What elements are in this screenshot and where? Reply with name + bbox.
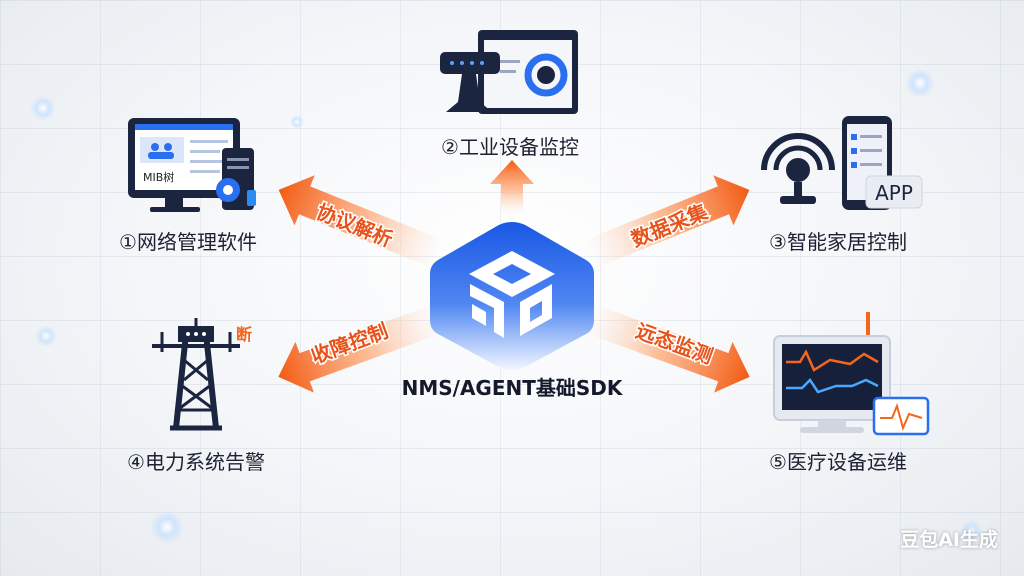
arrow-remote-monitor	[582, 303, 750, 393]
node-label-industrial-monitor: ②工业设备监控	[441, 135, 579, 159]
node-label-power-alarm: ④电力系统告警	[127, 450, 265, 474]
power-tower-icon	[152, 318, 240, 431]
sdk-cube-logo	[430, 222, 594, 370]
node-label-network-management: ①网络管理软件	[119, 230, 257, 254]
arrow-fault-control	[278, 303, 446, 393]
mib-tree-text: MIB树	[143, 170, 174, 184]
glow-dot	[150, 510, 184, 544]
node-label-smart-home: ③智能家居控制	[769, 230, 907, 254]
node-label-medical-ops: ⑤医疗设备运维	[769, 450, 907, 474]
arrow-industrial	[490, 160, 534, 214]
medical-monitor-icon	[773, 312, 930, 436]
glow-dot	[35, 325, 57, 347]
glow-dot	[905, 68, 935, 98]
industrial-monitor-icon	[440, 30, 578, 114]
glow-dot	[290, 115, 304, 129]
watermark: 豆包AI生成	[900, 529, 998, 551]
break-badge: 断	[236, 325, 252, 344]
arrow-data-collect	[582, 175, 750, 269]
network-management-icon: MIB树	[128, 118, 256, 212]
glow-dot	[960, 520, 982, 542]
app-badge: APP	[875, 181, 913, 205]
arrow-protocol-parse	[278, 175, 446, 269]
center-title: NMS/AGENT基础SDK	[401, 376, 623, 400]
glow-dot	[30, 95, 56, 121]
smart-home-icon: APP	[761, 116, 923, 210]
